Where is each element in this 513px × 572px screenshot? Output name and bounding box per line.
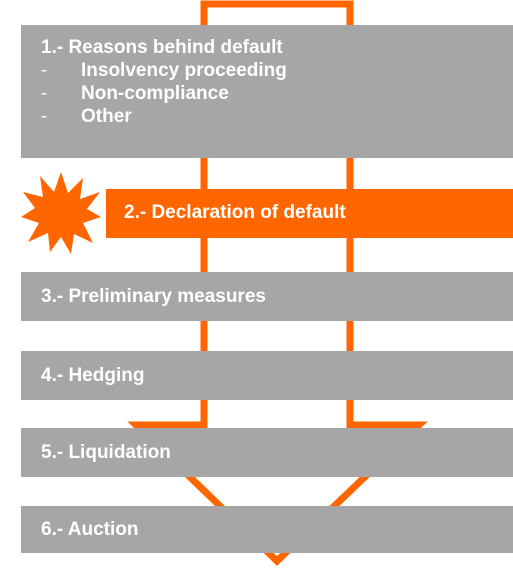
step-box-preliminary-measures: 3.- Preliminary measures: [21, 272, 513, 321]
list-item-label: Insolvency proceeding: [81, 60, 287, 81]
starburst-icon: [21, 172, 101, 254]
starburst-shape: [21, 172, 101, 254]
list-item-label: Other: [81, 106, 132, 127]
step-title: 4.- Hedging: [41, 365, 145, 386]
list-marker: -: [41, 106, 48, 127]
list-item: - Other: [41, 105, 513, 128]
step-title: 1.- Reasons behind default: [41, 37, 283, 58]
list-marker: -: [41, 60, 48, 81]
list-item: - Insolvency proceeding: [41, 59, 513, 82]
step-box-reasons-behind-default: 1.- Reasons behind default - Insolvency …: [21, 25, 513, 158]
step-box-liquidation: 5.- Liquidation: [21, 428, 513, 477]
step-box-declaration-of-default: 2.- Declaration of default: [106, 189, 513, 238]
list-item: - Non-compliance: [41, 82, 513, 105]
step-title: 2.- Declaration of default: [124, 202, 346, 223]
list-item-label: Non-compliance: [81, 83, 229, 104]
step-title: 5.- Liquidation: [41, 442, 171, 463]
list-marker: -: [41, 83, 48, 104]
step-title: 6.- Auction: [41, 519, 139, 540]
step-title: 3.- Preliminary measures: [41, 286, 266, 307]
step-box-hedging: 4.- Hedging: [21, 351, 513, 400]
step-box-auction: 6.- Auction: [21, 506, 513, 553]
